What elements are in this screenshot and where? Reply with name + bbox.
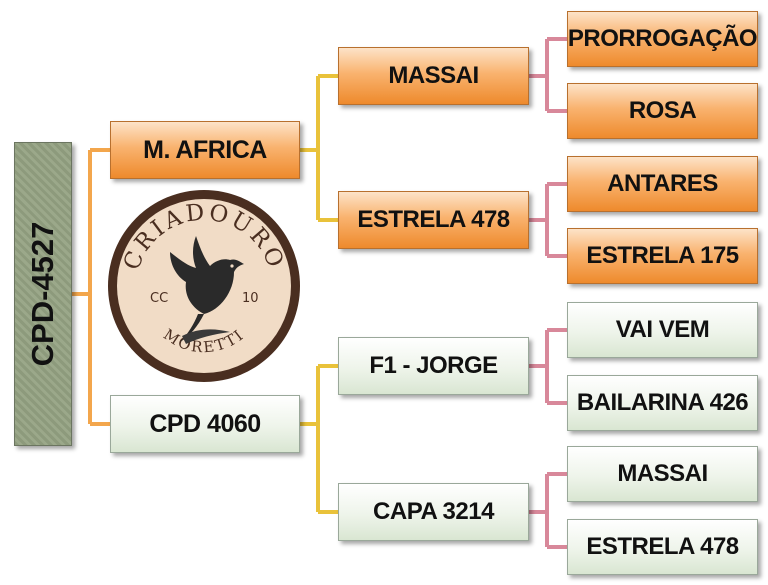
connector-dam-grandparents bbox=[300, 364, 338, 514]
great-grandparent-box-1: PRORROGAÇÃO bbox=[567, 11, 758, 67]
paternal-grandsire-label: MASSAI bbox=[388, 62, 479, 89]
paternal-grandsire-box: MASSAI bbox=[338, 47, 529, 105]
logo-right-text: 10 bbox=[242, 291, 259, 306]
great-grandparent-label-3: ANTARES bbox=[607, 170, 718, 197]
dam-label: CPD 4060 bbox=[149, 409, 261, 438]
connector-root-parents bbox=[72, 148, 110, 426]
sire-box: M. AFRICA bbox=[110, 121, 300, 179]
connector-estrela478-parents bbox=[529, 182, 567, 258]
criadouro-logo: CRIADOURO MORETTI CC 10 bbox=[108, 190, 300, 382]
root-animal-box: CPD-4527 bbox=[14, 142, 72, 446]
great-grandparent-box-8: ESTRELA 478 bbox=[567, 519, 758, 575]
great-grandparent-box-5: VAI VEM bbox=[567, 302, 758, 358]
great-grandparent-label-5: VAI VEM bbox=[615, 316, 710, 343]
connector-f1jorge-parents bbox=[529, 328, 567, 405]
logo-left-text: CC bbox=[150, 291, 168, 306]
great-grandparent-label-6: BAILARINA 426 bbox=[576, 389, 749, 416]
sire-label: M. AFRICA bbox=[143, 135, 267, 164]
great-grandparent-label-1: PRORROGAÇÃO bbox=[567, 25, 758, 52]
great-grandparent-box-2: ROSA bbox=[567, 83, 758, 139]
great-grandparent-box-3: ANTARES bbox=[567, 156, 758, 212]
great-grandparent-box-6: BAILARINA 426 bbox=[567, 375, 758, 431]
root-animal-label: CPD-4527 bbox=[25, 221, 60, 367]
paternal-granddam-label: ESTRELA 478 bbox=[357, 206, 510, 233]
connector-sire-grandparents bbox=[300, 74, 338, 222]
maternal-grandsire-box: F1 - JORGE bbox=[338, 337, 529, 395]
great-grandparent-box-4: ESTRELA 175 bbox=[567, 228, 758, 284]
great-grandparent-label-2: ROSA bbox=[628, 97, 697, 124]
great-grandparent-label-8: ESTRELA 478 bbox=[586, 533, 739, 560]
bird-icon bbox=[170, 236, 244, 344]
paternal-granddam-box: ESTRELA 478 bbox=[338, 191, 529, 249]
great-grandparent-box-7: MASSAI bbox=[567, 446, 758, 502]
maternal-granddam-box: CAPA 3214 bbox=[338, 483, 529, 541]
maternal-granddam-label: CAPA 3214 bbox=[373, 498, 494, 525]
dam-box: CPD 4060 bbox=[110, 395, 300, 453]
great-grandparent-label-7: MASSAI bbox=[617, 460, 708, 487]
connector-massai-parents bbox=[529, 37, 567, 113]
great-grandparent-label-4: ESTRELA 175 bbox=[586, 242, 739, 269]
maternal-grandsire-label: F1 - JORGE bbox=[369, 352, 498, 379]
connector-capa3214-parents bbox=[529, 472, 567, 549]
